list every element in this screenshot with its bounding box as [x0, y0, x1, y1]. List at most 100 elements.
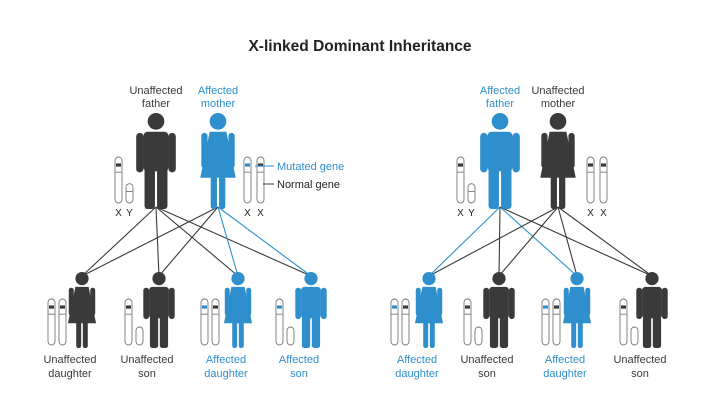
chromosome-label-x: X [600, 208, 607, 219]
female-person-icon [200, 113, 236, 209]
parent-label-status: Affected [480, 85, 520, 97]
chromosome [599, 156, 608, 204]
inheritance-line [158, 206, 219, 277]
child-chromosomes [200, 298, 220, 346]
child-label-status: Affected [397, 354, 437, 366]
child-label-status: Unaffected [43, 354, 96, 366]
child-chromosomes [390, 298, 410, 346]
child-chromosomes [541, 298, 561, 346]
child-label-status: Affected [206, 354, 246, 366]
y-chromosome [135, 326, 144, 346]
male-person-icon [295, 272, 327, 348]
y-chromosome [125, 183, 134, 204]
inheritance-line [217, 206, 312, 277]
inheritance-line [217, 206, 239, 277]
inheritance-line [498, 206, 501, 277]
female-person-icon [223, 272, 253, 348]
child-label-role: daughter [543, 368, 587, 380]
male-person-icon [136, 113, 176, 209]
chromosome [275, 298, 284, 346]
female-person-icon [540, 113, 576, 209]
child-label-status: Unaffected [460, 354, 513, 366]
chromosome-label-y: Y [468, 208, 475, 219]
inheritance-lines [428, 206, 653, 277]
parent-label-status: Unaffected [531, 85, 584, 97]
child-label-role: daughter [204, 368, 248, 380]
parent-label-status: Affected [198, 85, 238, 97]
parent-label-role: father [142, 98, 170, 110]
chromosome-label-x: X [587, 208, 594, 219]
chromosome [124, 298, 133, 346]
inheritance-line [155, 206, 239, 277]
female-person-icon [67, 272, 97, 348]
mutated-gene-label: Mutated gene [277, 161, 344, 173]
chromosome-label-x: X [244, 208, 251, 219]
chromosome [200, 298, 209, 346]
chromosome [401, 298, 410, 346]
y-chromosome [474, 326, 483, 346]
male-person-icon [143, 272, 175, 348]
child-chromosomes [124, 298, 144, 346]
chromosome [552, 298, 561, 346]
parent-label-role: mother [541, 98, 576, 110]
chromosome [619, 298, 628, 346]
chromosome [390, 298, 399, 346]
child-label-status: Unaffected [613, 354, 666, 366]
inheritance-line [155, 206, 160, 277]
child-label-role: daughter [48, 368, 92, 380]
chromosome [256, 156, 265, 204]
chromosome-label-x: X [115, 208, 122, 219]
y-chromosome [630, 326, 639, 346]
inheritance-line [557, 206, 578, 277]
inheritance-line [428, 206, 559, 277]
chromosome [114, 156, 123, 204]
inheritance-line [81, 206, 157, 277]
normal-gene-label: Normal gene [277, 179, 340, 191]
child-label-role: son [290, 368, 308, 380]
chromosome [541, 298, 550, 346]
chromosome [463, 298, 472, 346]
chromosome-label-x: X [257, 208, 264, 219]
y-chromosome [467, 183, 476, 204]
child-chromosomes [275, 298, 295, 346]
child-chromosomes [463, 298, 483, 346]
male-person-icon [480, 113, 520, 209]
chromosome [211, 298, 220, 346]
parent-label-role: mother [201, 98, 236, 110]
child-son: Unaffected son [460, 272, 515, 380]
inheritance-line [498, 206, 559, 277]
parent-label-status: Unaffected [129, 85, 182, 97]
child-daughter: Unaffected daughter [43, 272, 97, 380]
inheritance-line [557, 206, 653, 277]
child-label-status: Affected [545, 354, 585, 366]
child-chromosomes [47, 298, 67, 346]
inheritance-line [428, 206, 501, 277]
child-label-role: son [478, 368, 496, 380]
chromosome [47, 298, 56, 346]
child-daughter: Affected daughter [541, 272, 592, 380]
diagram-title: X-linked Dominant Inheritance [248, 38, 471, 55]
inheritance-line [499, 206, 653, 277]
female-person-icon [414, 272, 444, 348]
parent-label-role: father [486, 98, 514, 110]
inheritance-line [81, 206, 219, 277]
female-person-icon [562, 272, 592, 348]
child-daughter: Affected daughter [200, 272, 253, 380]
child-label-role: son [138, 368, 156, 380]
